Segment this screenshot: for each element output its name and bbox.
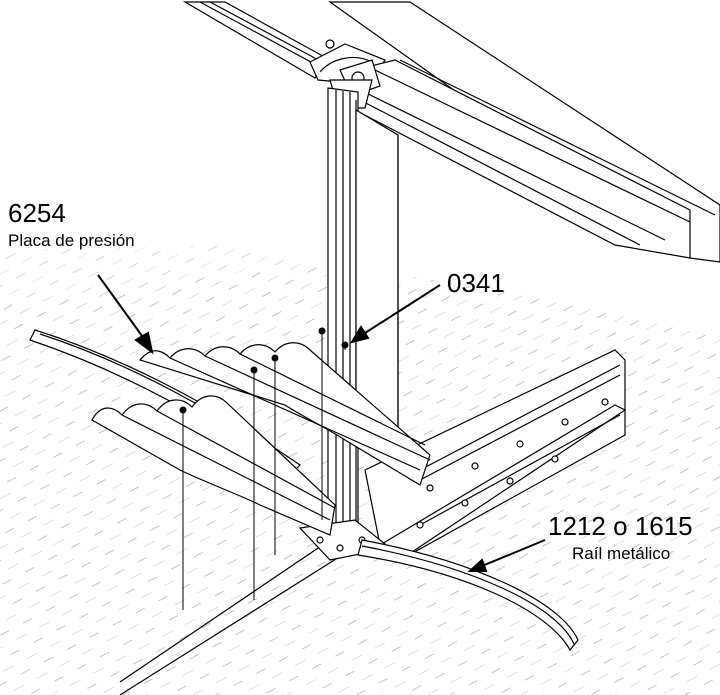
- pressure-plate-description: Placa de presión: [8, 231, 135, 250]
- floor-lines: [119, 539, 356, 695]
- rail-code: 1212 o 1615: [548, 511, 693, 541]
- roof-beam-right: [328, 1, 720, 263]
- pressure-plate-upper: [138, 342, 431, 486]
- metal-rail-right: [357, 539, 579, 652]
- screw-code: 0341: [447, 268, 505, 298]
- rail-description: Raíl metálico: [572, 544, 671, 563]
- leader-arrows: [97, 274, 546, 572]
- screws: [179, 327, 349, 610]
- pressure-plate-code: 6254: [8, 198, 66, 228]
- pressure-plate-lower: [91, 395, 336, 536]
